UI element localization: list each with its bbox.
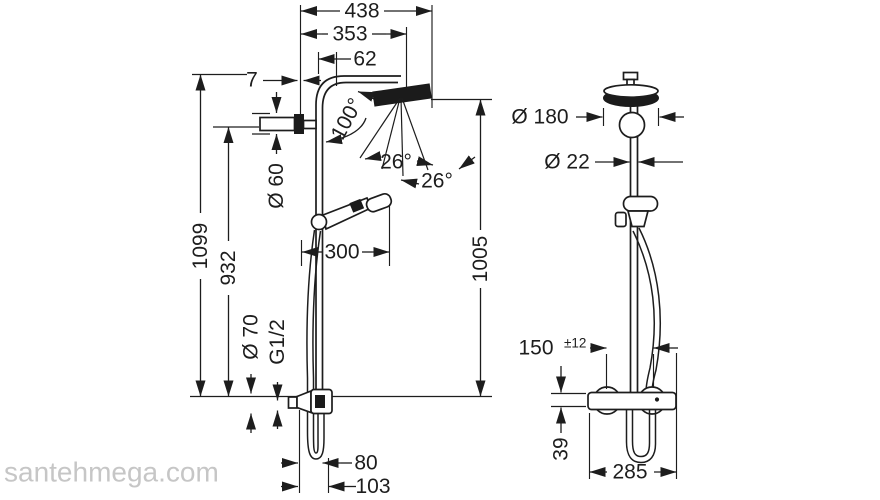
dim-outlet-offset: 39	[550, 366, 586, 461]
dim-arm-projection: 353	[301, 23, 407, 46]
dim-spray-angle-inner-label: 26°	[380, 151, 412, 174]
spray-lines	[359, 97, 429, 177]
dim-hand-shower-reach-label: 300	[324, 241, 359, 264]
wall-outlet	[287, 388, 333, 415]
dim-hand-shower-reach: 300	[302, 241, 390, 264]
dim-outlet-offset-label: 39	[550, 437, 573, 460]
pipe-side	[315, 75, 401, 390]
dim-plate-thickness: 7	[246, 69, 321, 92]
dim-pipe-diameter-label: Ø 22	[544, 151, 590, 174]
watermark: santehmega.com	[4, 457, 219, 488]
dim-spray-angle-outer-label: 26°	[421, 170, 453, 193]
dim-hose-offset-outer-label: 103	[355, 475, 390, 498]
dim-connection-tolerance-label: ±12	[564, 336, 586, 351]
dim-total-width: 438	[301, 0, 432, 23]
front-view: Ø 180 Ø 22 150 ±12	[511, 71, 684, 484]
hand-shower-side	[310, 192, 393, 231]
dim-connection-distance: 150 ±12	[518, 336, 678, 389]
hand-shower-front	[614, 195, 659, 228]
dim-head-height-label: 1005	[469, 236, 492, 283]
overhead-shower-head	[372, 83, 432, 107]
dim-hose-offset-inner-label: 80	[354, 452, 377, 475]
dim-hose-offsets: 80 103	[281, 452, 391, 498]
dim-total-height: 1099	[189, 74, 212, 397]
dim-escutcheon: Ø 70 G1/2	[240, 314, 289, 433]
dim-arm-projection-label: 353	[332, 23, 367, 46]
dim-bar-height-label: 932	[217, 250, 240, 285]
thermostat-valve	[587, 386, 677, 464]
shower-pipe-side	[259, 75, 432, 460]
dim-pipe-diameter: Ø 22	[544, 151, 683, 174]
overhead-shower-front	[603, 71, 659, 139]
hose-side	[306, 229, 325, 460]
dim-head-diameter-label: Ø 180	[511, 106, 568, 129]
dim-head-height: 1005	[469, 99, 492, 397]
ball-joint	[618, 111, 646, 139]
dim-bracket-diameter: Ø 60	[265, 92, 288, 209]
dim-valve-width: 285	[588, 353, 678, 484]
dim-connection-distance-label: 150	[518, 337, 553, 360]
valve-body	[587, 391, 677, 411]
dim-escutcheon-diameter-label: Ø 70	[240, 314, 263, 360]
angle-annotations: 100° 26° 26°	[325, 90, 476, 193]
dim-head-diameter: Ø 180	[511, 106, 684, 129]
dim-total-width-label: 438	[344, 0, 379, 23]
slider-holder	[310, 213, 328, 231]
wall-bracket	[259, 114, 317, 134]
dim-thread-label: G1/2	[266, 319, 289, 365]
dim-total-height-label: 1099	[189, 223, 212, 270]
dim-bracket-diameter-label: Ø 60	[265, 163, 288, 209]
dim-bar-height: 932	[217, 127, 240, 397]
pipe-front	[629, 106, 639, 392]
dim-pipe-offset-label: 62	[353, 48, 376, 71]
dim-valve-width-label: 285	[612, 461, 647, 484]
dim-plate-thickness-label: 7	[246, 69, 258, 92]
side-view: 438 353 62 7 Ø 60	[189, 0, 492, 498]
dim-pipe-offset: 62	[318, 48, 377, 71]
